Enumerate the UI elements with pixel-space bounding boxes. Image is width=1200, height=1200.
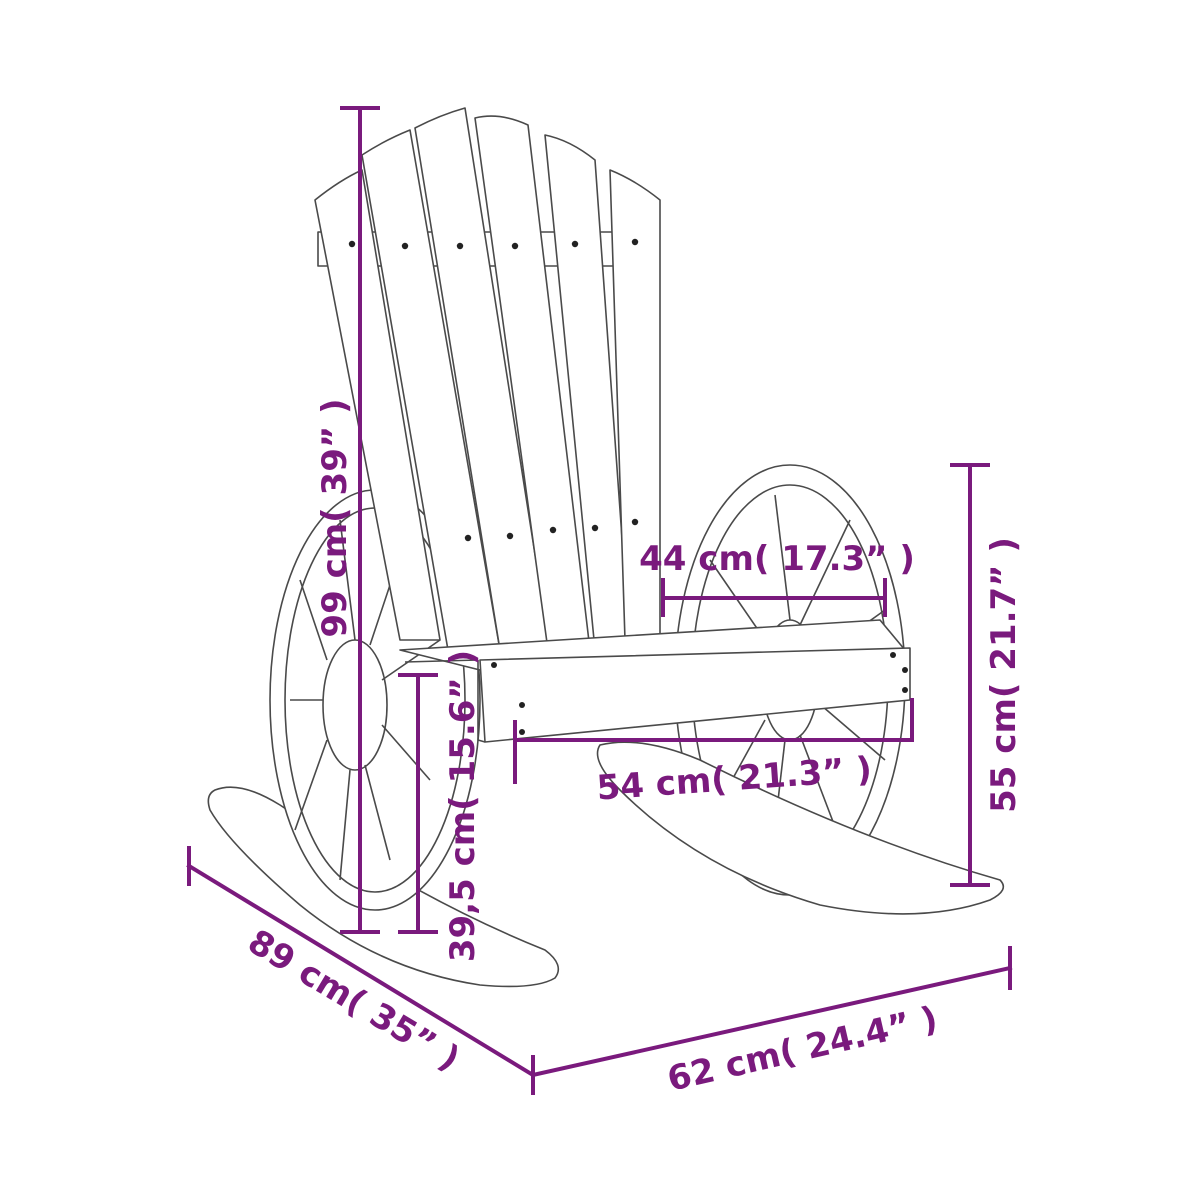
dim-line-width-total — [530, 965, 1013, 1078]
label-seat-height: 39,5 cm( 15.6” ) — [443, 650, 483, 962]
dimension-lines — [186, 106, 1013, 1095]
dim-line-depth-total — [186, 863, 536, 1078]
rocker-right — [596, 741, 1005, 915]
label-armrest-height: 55 cm( 21.7” ) — [984, 537, 1024, 813]
label-height-total: 99 cm( 39” ) — [315, 398, 355, 637]
seat — [399, 619, 911, 743]
backrest — [314, 107, 661, 651]
label-seat-depth: 44 cm( 17.3” ) — [639, 539, 915, 579]
